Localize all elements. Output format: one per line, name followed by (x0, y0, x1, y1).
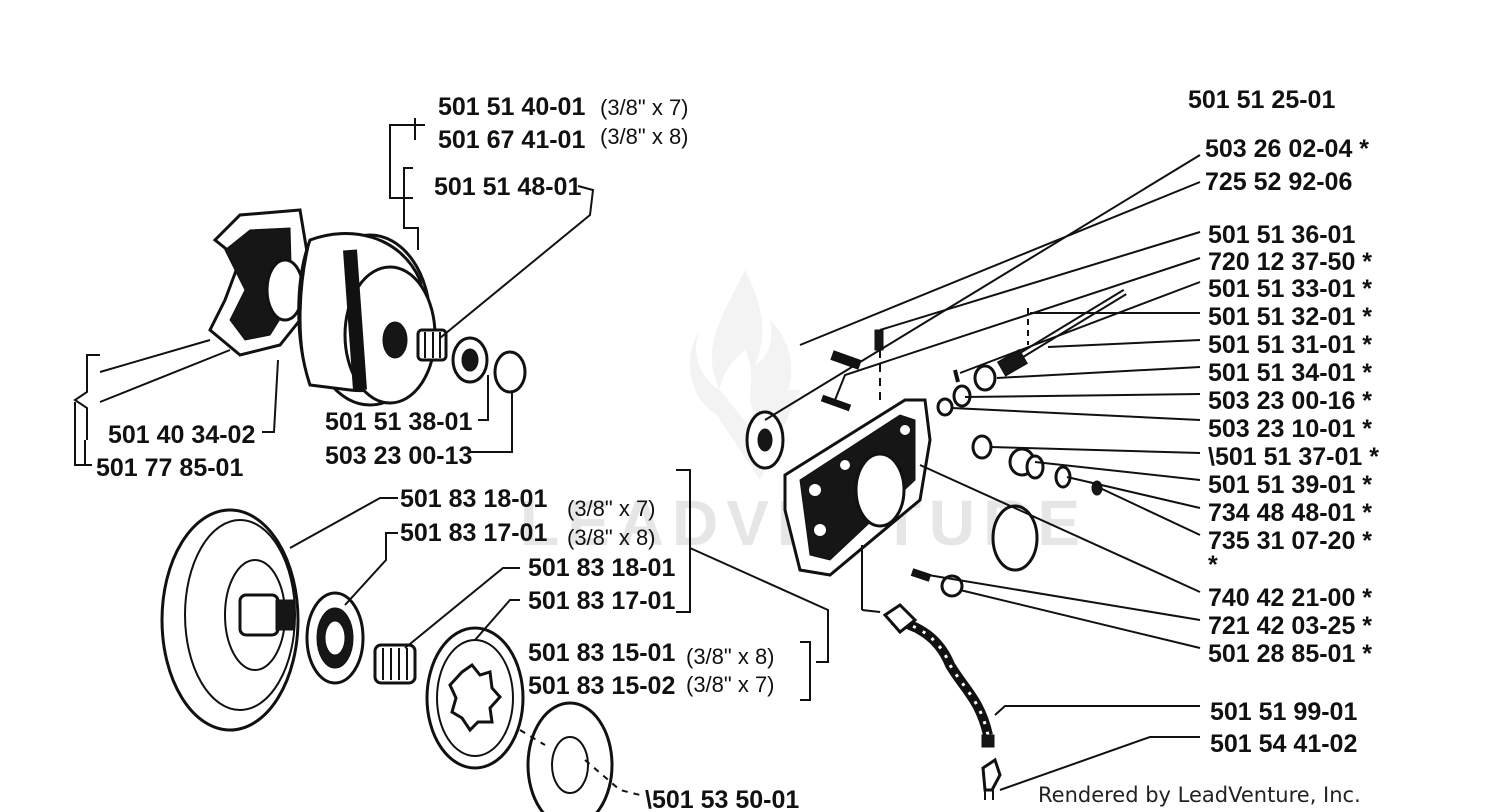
part-label: 501 67 41-01 (438, 126, 585, 154)
part-label: \501 53 50-01 (645, 786, 799, 812)
size-label: (3/8" x 8) (567, 525, 656, 550)
part-label: 501 40 34-02 (108, 421, 255, 449)
part-label: 725 52 92-06 (1205, 168, 1352, 196)
part-label: 503 23 00-16 * (1208, 387, 1372, 415)
part-label: 501 51 31-01 * (1208, 331, 1372, 359)
part-label: 501 28 85-01 * (1208, 640, 1372, 668)
part-label: 501 83 18-01 (400, 485, 547, 513)
drum-sprocket-drawing (160, 508, 614, 812)
part-label: 503 23 00-13 (325, 442, 472, 470)
part-label: 501 51 38-01 (325, 408, 472, 436)
size-label: (3/8" x 7) (600, 95, 689, 120)
part-label: 501 51 36-01 (1208, 221, 1355, 249)
part-label: 501 83 15-01 (528, 639, 675, 667)
part-label: 501 54 41-02 (1210, 730, 1357, 758)
pump-labels: 501 51 25-01 503 26 02-04 * 725 52 92-06 5… (1188, 86, 1379, 758)
part-label: 735 31 07-20 * (1208, 527, 1372, 555)
size-label: (3/8" x 8) (600, 124, 689, 149)
size-label: (3/8" x 7) (567, 496, 656, 521)
part-label: \501 51 37-01 * (1208, 443, 1379, 471)
drum-labels: 501 83 18-01 (3/8" x 7) 501 83 17-01 (3/… (400, 485, 799, 812)
part-label: 720 12 37-50 * (1208, 248, 1372, 276)
part-label: 501 51 33-01 * (1208, 275, 1372, 303)
part-label: 503 23 10-01 * (1208, 415, 1372, 443)
drum-leader-lines (289, 469, 829, 796)
size-label: (3/8" x 8) (686, 644, 775, 669)
part-label: 501 51 48-01 (434, 173, 581, 201)
part-label: 721 42 03-25 * (1208, 612, 1372, 640)
part-label: * (1208, 551, 1218, 579)
oil-pump-drawing (745, 289, 1127, 800)
footer-credit: Rendered by LeadVenture, Inc. (1038, 783, 1361, 807)
part-label: 734 48 48-01 * (1208, 499, 1372, 527)
pump-leader-lines (764, 154, 1201, 791)
part-label: 501 83 17-01 (400, 519, 547, 547)
part-label: 501 51 99-01 (1210, 698, 1357, 726)
clutch-assembly-drawing (208, 208, 527, 407)
part-label: 501 77 85-01 (96, 454, 243, 482)
part-label: 501 51 40-01 (438, 93, 585, 121)
part-label: 501 83 17-01 (528, 587, 675, 615)
part-label: 501 51 34-01 * (1208, 359, 1372, 387)
part-label: 501 51 32-01 * (1208, 303, 1372, 331)
part-label: 501 83 15-02 (528, 672, 675, 700)
part-label: 503 26 02-04 * (1205, 135, 1369, 163)
clutch-leader-lines (73, 118, 595, 466)
part-label: 501 83 18-01 (528, 554, 675, 582)
part-label: 501 51 39-01 * (1208, 471, 1372, 499)
clutch-labels: 501 51 40-01 (3/8" x 7) 501 67 41-01 (3/… (96, 93, 689, 482)
part-label: 501 51 25-01 (1188, 86, 1335, 114)
part-label: 740 42 21-00 * (1208, 584, 1372, 612)
size-label: (3/8" x 7) (686, 672, 775, 697)
